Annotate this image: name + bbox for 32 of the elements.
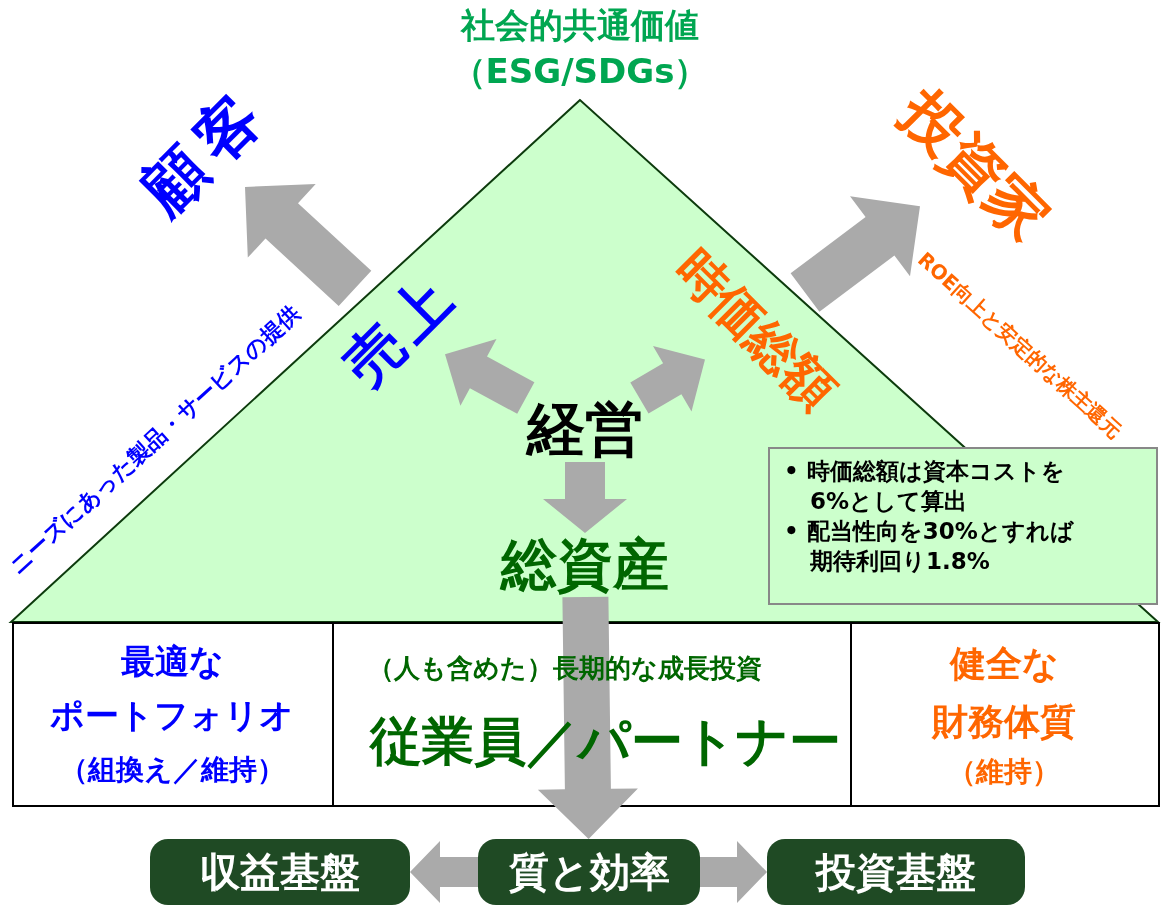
note-box [768, 447, 1158, 605]
table-cell [850, 622, 1160, 807]
table-cell [12, 622, 334, 807]
cell-text: （組換え／維持） [59, 754, 285, 786]
cell-text: 従業員／パートナー [369, 713, 841, 771]
cell-text: 健全な [949, 644, 1059, 684]
table-cell [332, 622, 852, 807]
bullet-item: • 配当性向を30%とすれば期待利回り1.8% [784, 516, 1075, 576]
node-label: 総資産 [501, 534, 669, 596]
heading: 社会的共通価値 [461, 7, 699, 45]
node-label: 時価総額 [664, 239, 846, 421]
block-arrow [445, 339, 535, 414]
cell-text: （維持） [948, 756, 1060, 788]
process-box: 投資基盤 [767, 839, 1025, 905]
heading: （ESG/SDGs） [451, 53, 709, 91]
block-arrow [410, 841, 478, 903]
block-arrow [537, 596, 638, 839]
block-arrow [630, 345, 705, 414]
process-box: 質と効率 [478, 839, 700, 905]
node-label: 経営 [527, 398, 643, 462]
process-box: 収益基盤 [150, 839, 410, 905]
block-arrow [700, 841, 767, 903]
cell-text: （人も含めた）長期的な成長投資 [368, 653, 762, 683]
block-arrow [245, 184, 372, 307]
block-arrow [543, 462, 627, 533]
block-arrow [790, 196, 920, 312]
bullet-item: • 時価総額は資本コストを6%として算出 [784, 457, 1066, 516]
cell-text: 財務体質 [932, 702, 1076, 742]
cell-text: 最適な [120, 643, 224, 681]
node-label: 顧客 [128, 73, 282, 227]
node-label: 売上 [332, 262, 468, 398]
cell-text: ポートフォリオ [50, 697, 294, 735]
